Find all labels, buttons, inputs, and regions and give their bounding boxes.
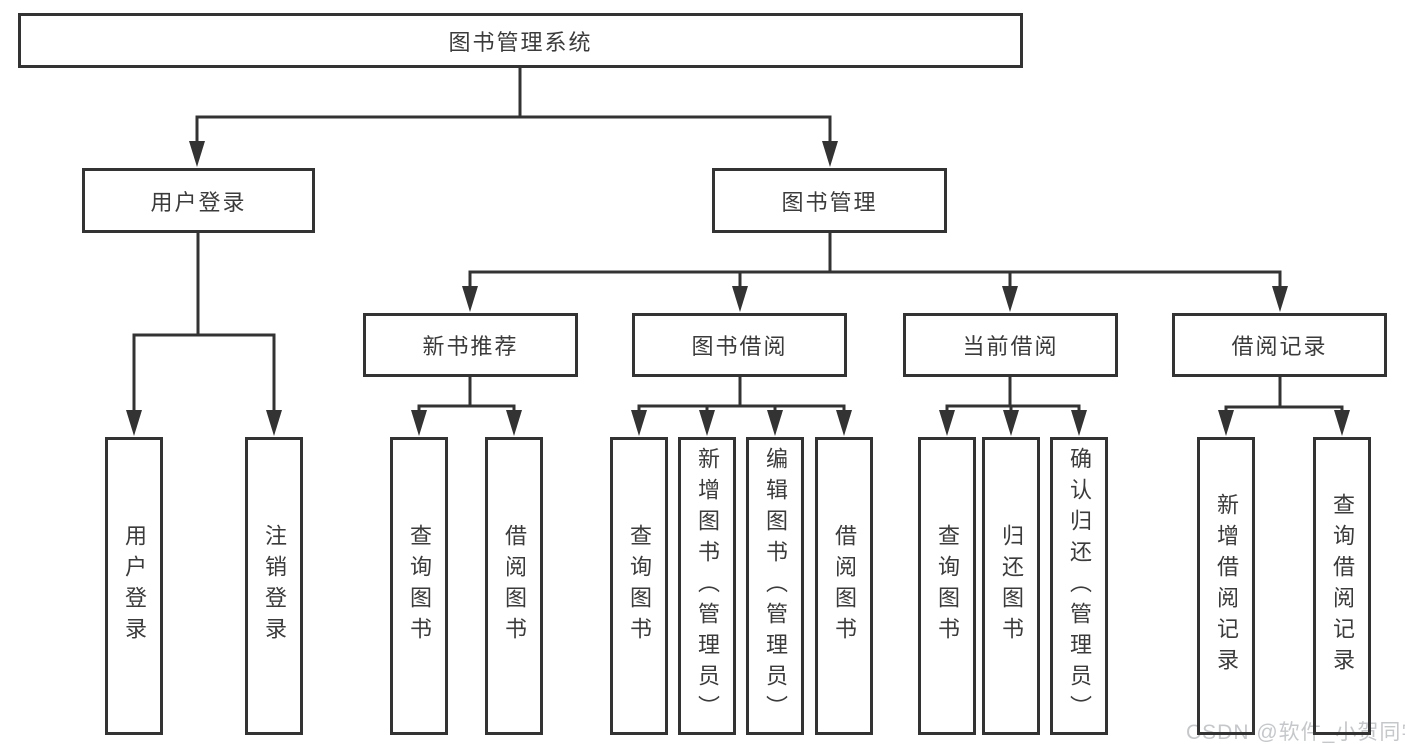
leaf-label: 新增借阅记录 — [1214, 493, 1239, 679]
leaf-label: 确认归还（管理员） — [1067, 446, 1092, 726]
leaf-label: 查询图书 — [935, 524, 960, 648]
leaf-logout: 注销登录 — [245, 437, 303, 735]
node-book-borrowing: 图书借阅 — [632, 313, 847, 377]
leaf-label: 查询图书 — [627, 524, 652, 648]
node-borrowing-records: 借阅记录 — [1172, 313, 1387, 377]
leaf-user-login: 用户登录 — [105, 437, 163, 735]
leaf-label: 查询借阅记录 — [1330, 493, 1355, 679]
leaf-label: 新增图书（管理员） — [695, 446, 720, 726]
leaf-label: 查询图书 — [407, 524, 432, 648]
leaf-query-borrow-record: 查询借阅记录 — [1313, 437, 1371, 735]
node-user-login: 用户登录 — [82, 168, 315, 233]
leaf-borrow-books: 借阅图书 — [815, 437, 873, 735]
leaf-query-books: 查询图书 — [610, 437, 668, 735]
leaf-label: 归还图书 — [999, 524, 1024, 648]
leaf-label: 借阅图书 — [502, 524, 527, 648]
leaf-label: 注销登录 — [262, 524, 287, 648]
leaf-query-books: 查询图书 — [918, 437, 976, 735]
leaf-query-books: 查询图书 — [390, 437, 448, 735]
leaf-label: 用户登录 — [122, 524, 147, 648]
node-current-borrowing: 当前借阅 — [903, 313, 1118, 377]
node-library-management-system: 图书管理系统 — [18, 13, 1023, 68]
leaf-add-borrow-record: 新增借阅记录 — [1197, 437, 1255, 735]
leaf-label: 借阅图书 — [832, 524, 857, 648]
node-book-management: 图书管理 — [712, 168, 947, 233]
leaf-label: 编辑图书（管理员） — [763, 446, 788, 726]
leaf-add-books-admin: 新增图书（管理员） — [678, 437, 736, 735]
leaf-edit-books-admin: 编辑图书（管理员） — [746, 437, 804, 735]
csdn-watermark: CSDN @软件_小贺同学 — [1186, 721, 1405, 744]
leaf-confirm-return-admin: 确认归还（管理员） — [1050, 437, 1108, 735]
leaf-return-books: 归还图书 — [982, 437, 1040, 735]
leaf-borrow-books: 借阅图书 — [485, 437, 543, 735]
node-new-book-recommendation: 新书推荐 — [363, 313, 578, 377]
